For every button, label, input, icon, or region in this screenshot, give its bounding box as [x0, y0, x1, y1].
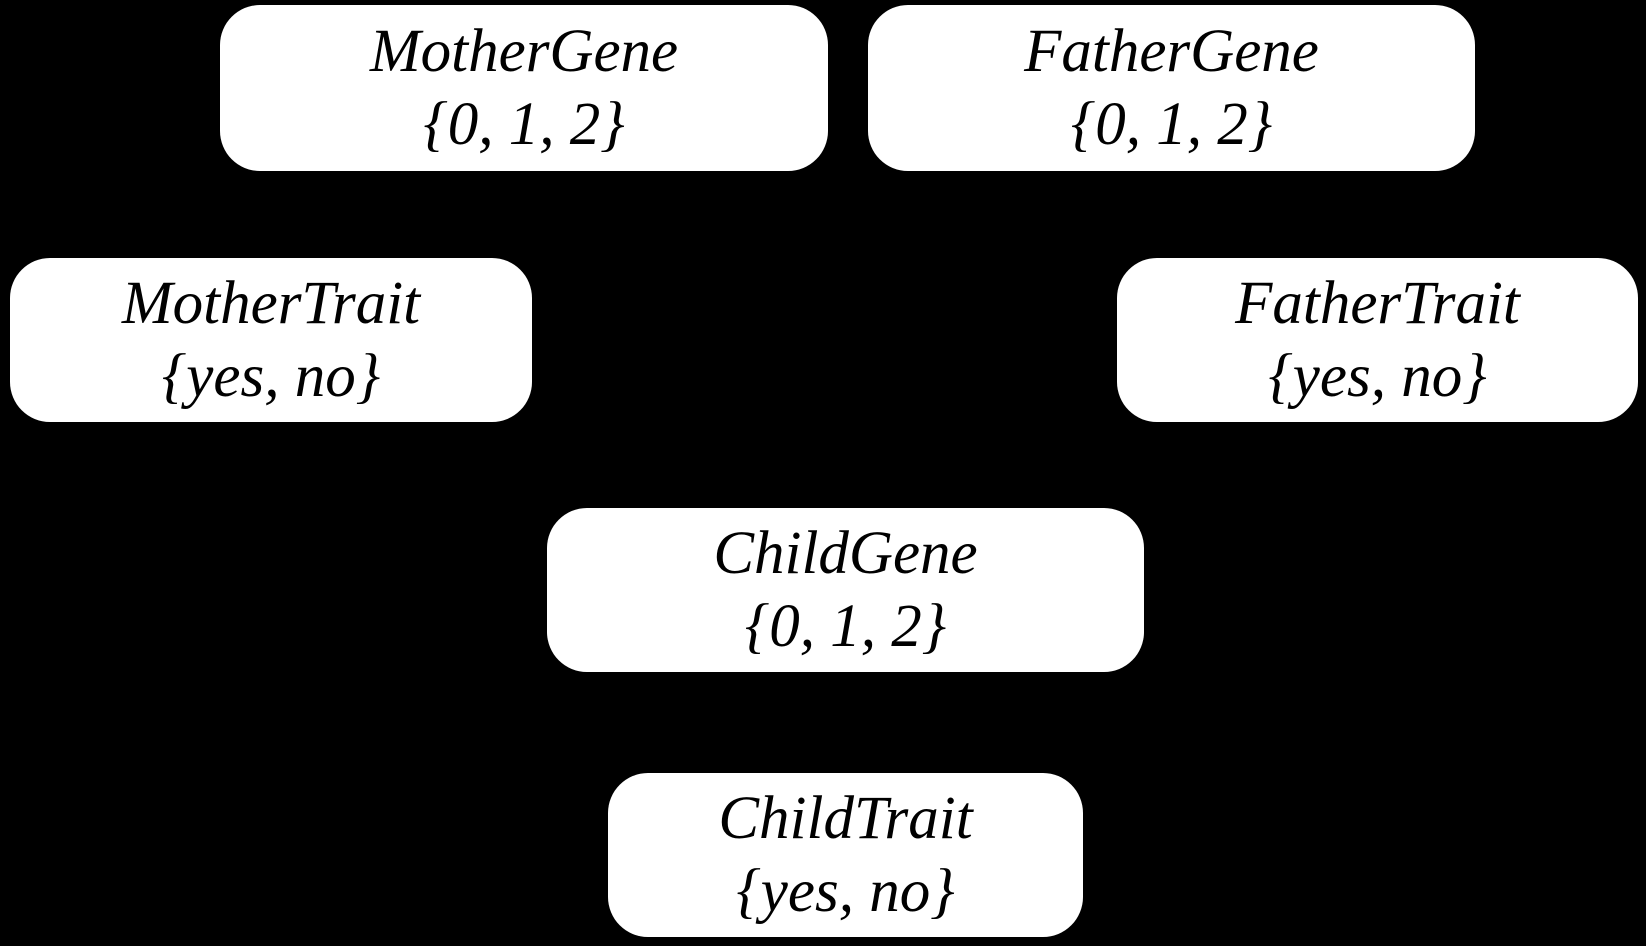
node-child-gene: ChildGene {0, 1, 2} — [547, 508, 1144, 672]
node-child-gene-title: ChildGene — [713, 520, 978, 587]
node-father-trait-domain: {yes, no} — [1268, 343, 1487, 410]
node-mother-trait-domain: {yes, no} — [161, 343, 381, 410]
node-mother-trait: MotherTrait {yes, no} — [10, 258, 532, 422]
node-father-gene: FatherGene {0, 1, 2} — [868, 5, 1475, 171]
node-father-gene-title: FatherGene — [1024, 18, 1319, 85]
node-mother-gene: MotherGene {0, 1, 2} — [220, 5, 828, 171]
node-child-gene-domain: {0, 1, 2} — [744, 593, 947, 660]
node-child-trait-title: ChildTrait — [718, 785, 973, 852]
node-mother-gene-title: MotherGene — [369, 18, 679, 85]
node-father-trait: FatherTrait {yes, no} — [1117, 258, 1638, 422]
node-child-trait: ChildTrait {yes, no} — [608, 773, 1083, 937]
node-father-trait-title: FatherTrait — [1235, 270, 1520, 337]
node-father-gene-domain: {0, 1, 2} — [1070, 91, 1273, 158]
node-child-trait-domain: {yes, no} — [736, 858, 955, 925]
node-mother-gene-domain: {0, 1, 2} — [423, 91, 625, 158]
node-mother-trait-title: MotherTrait — [121, 270, 421, 337]
